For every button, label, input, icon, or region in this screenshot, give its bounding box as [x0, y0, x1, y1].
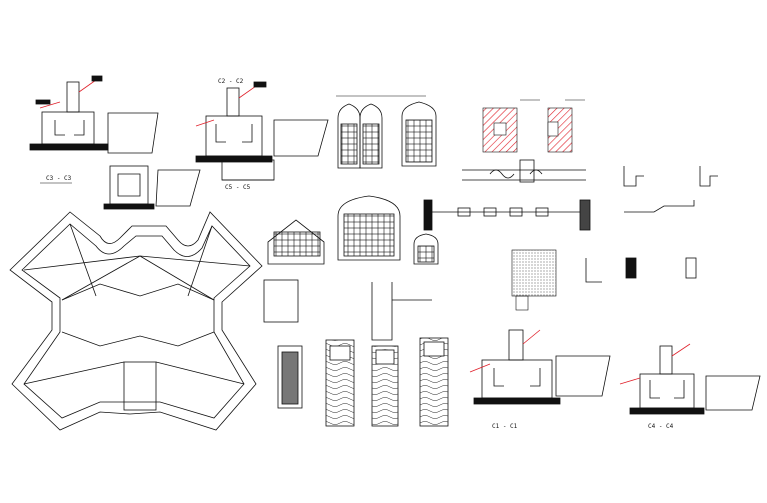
footing-section-c3-bottom — [103, 165, 155, 210]
label-c5: C5 - C5 — [225, 184, 251, 191]
foundation-soil-section — [511, 249, 557, 311]
label-c1: C1 - C1 — [492, 423, 518, 430]
footing-section-c2 — [195, 81, 273, 163]
floor-plan — [9, 211, 263, 431]
footing-section-c3-top — [29, 75, 109, 151]
footing-plan-c3-top — [107, 112, 159, 154]
column-wall-section — [263, 279, 432, 341]
door-elevation-4 — [419, 337, 449, 427]
footing-plan-c4 — [705, 375, 761, 411]
window-elevation-2 — [401, 101, 437, 167]
door-elevation-3 — [371, 345, 399, 427]
door-elevation-1 — [277, 345, 303, 409]
footing-plan-c3-bottom — [155, 169, 201, 207]
footing-section-c4 — [619, 343, 705, 415]
small-detail-right — [585, 257, 697, 283]
lintel-profile — [423, 199, 591, 231]
footing-plan-c2 — [273, 119, 329, 157]
footing-section-c1 — [469, 329, 561, 405]
label-c2: C2 - C2 — [218, 78, 244, 85]
wall-section-red-1 — [482, 107, 518, 153]
arched-window-large — [337, 195, 401, 261]
small-arched-window — [413, 233, 439, 265]
label-c4: C4 - C4 — [648, 423, 674, 430]
dormer-window-elevation — [267, 219, 325, 265]
cornice-profile — [462, 159, 586, 183]
profile-detail-right — [623, 166, 718, 213]
door-elevation-2 — [325, 339, 355, 427]
label-c3: C3 - C3 — [46, 175, 72, 182]
wall-section-red-2 — [547, 107, 573, 153]
window-elevation-1 — [337, 103, 383, 169]
footing-section-c5 — [221, 159, 275, 181]
footing-plan-c1 — [555, 355, 611, 397]
